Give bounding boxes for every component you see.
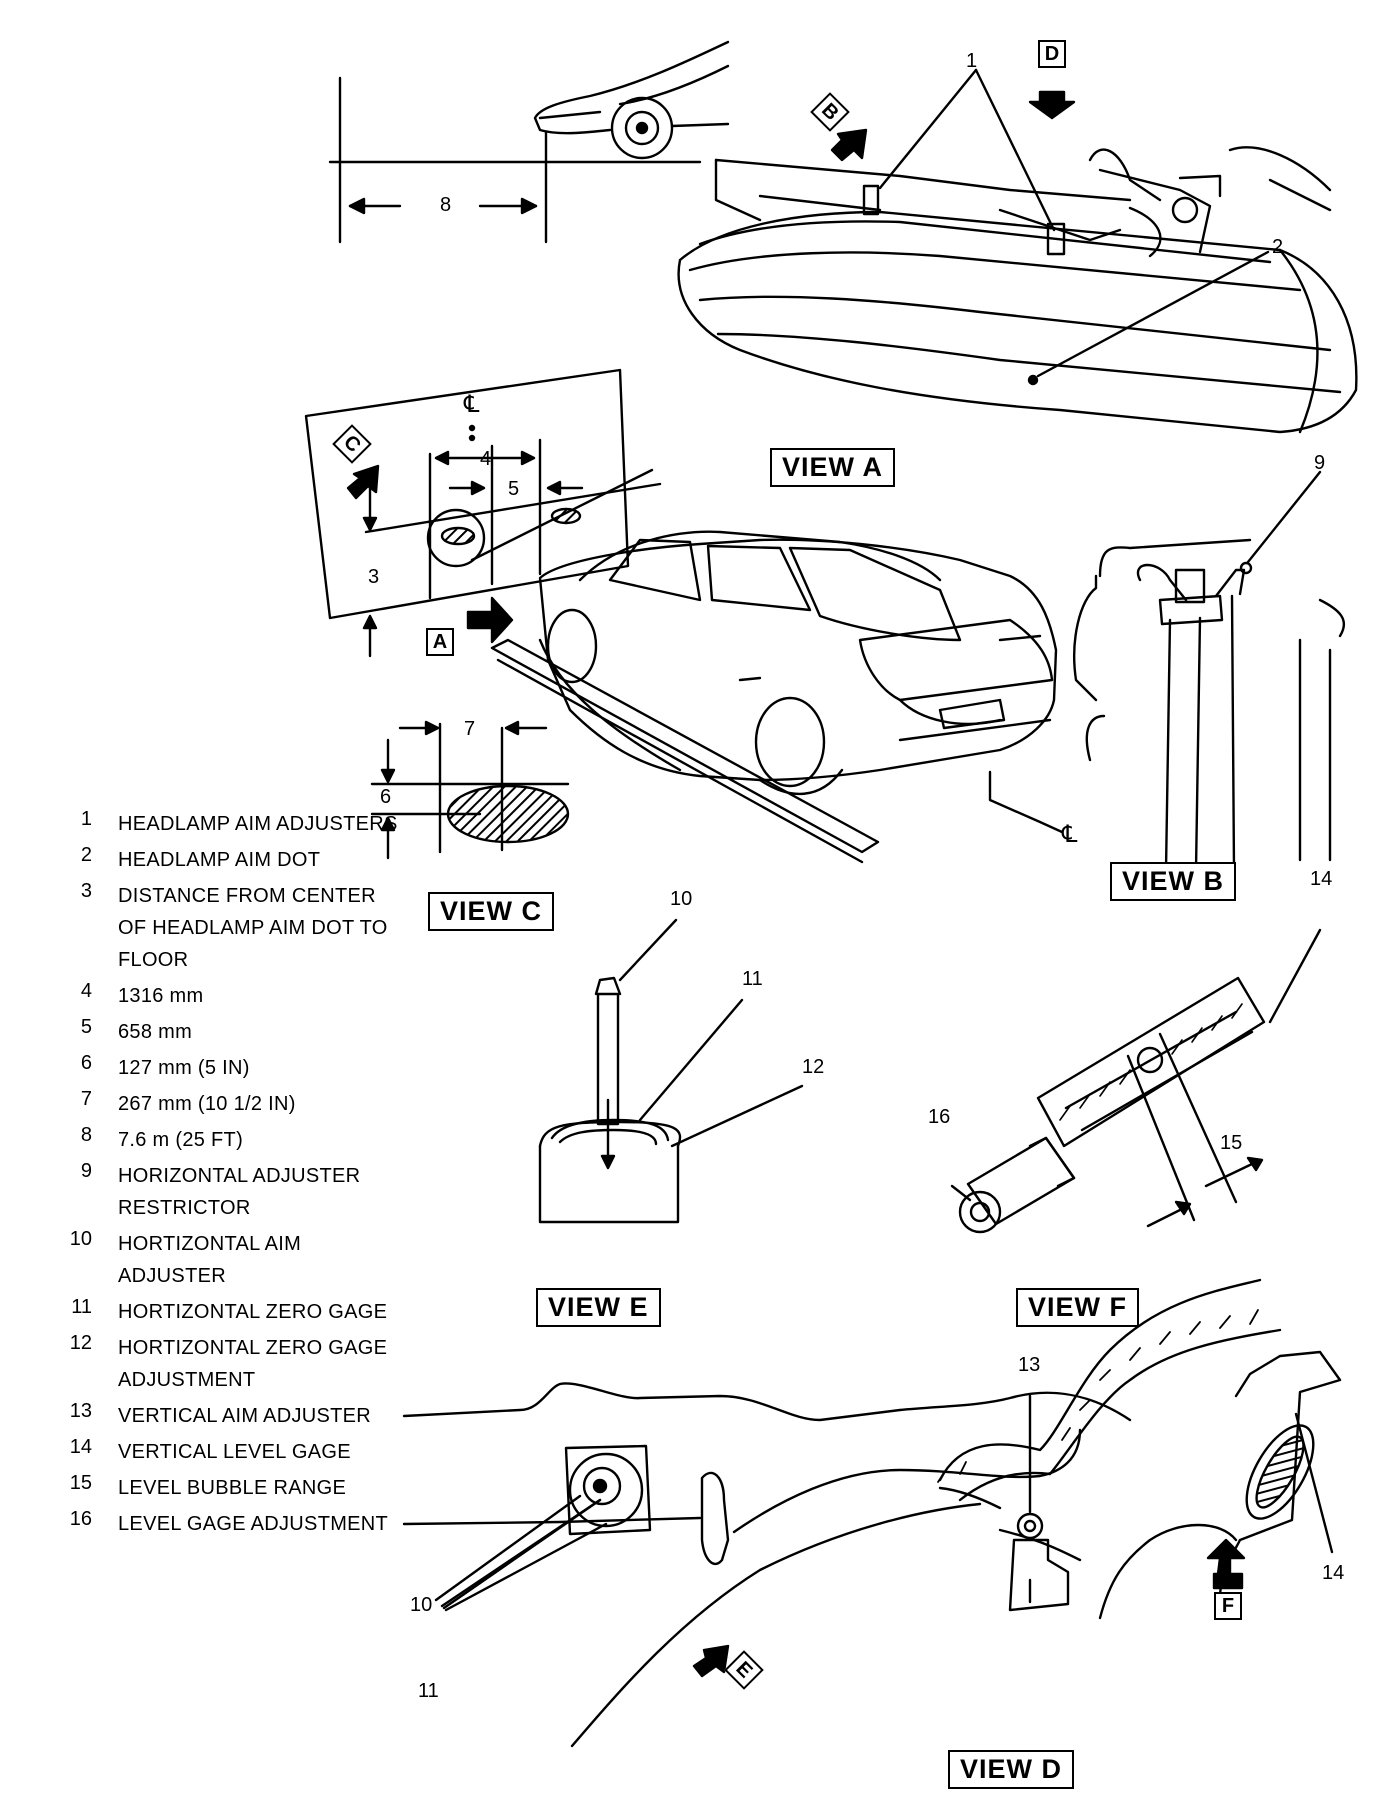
callout-11-view-d: 11 (418, 1680, 439, 1702)
legend-item: 16 LEVEL GAGE ADJUSTMENT (58, 1508, 398, 1540)
legend-item-text: HORTIZONTAL ZERO GAGE ADJUSTMENT (118, 1337, 388, 1391)
legend-item: 10 HORTIZONTAL AIM ADJUSTER (58, 1228, 398, 1292)
legend-item: 11 HORTIZONTAL ZERO GAGE (58, 1296, 398, 1328)
legend-item-text: DISTANCE FROM CENTER OF HEADLAMP AIM DOT… (118, 885, 388, 971)
legend-item: 2 HEADLAMP AIM DOT (58, 844, 398, 876)
legend-item-number: 7 (80, 1088, 92, 1110)
callout-10: 10 (670, 888, 693, 910)
legend-item-number: 4 (80, 980, 92, 1002)
legend-item: 1 HEADLAMP AIM ADJUSTERS (58, 808, 398, 840)
legend-item-number: 12 (69, 1332, 92, 1354)
legend-item: 3 DISTANCE FROM CENTER OF HEADLAMP AIM DO… (58, 880, 398, 976)
legend-item-number: 16 (69, 1508, 92, 1530)
legend-item-text: HORIZONTAL ADJUSTER RESTRICTOR (118, 1165, 361, 1219)
headlamp-assembly (677, 146, 1358, 434)
legend-item-number: 5 (80, 1016, 92, 1038)
callout-13: 13 (1018, 1354, 1041, 1376)
legend-item-text: VERTICAL AIM ADJUSTER (118, 1405, 372, 1427)
callout-6: 6 (380, 786, 392, 808)
view-d-label: VIEW D (948, 1750, 1075, 1789)
callout-1: 1 (966, 50, 978, 72)
legend-item-number: 6 (80, 1052, 92, 1074)
view-d-detail (402, 1278, 1342, 1748)
legend-item-text: LEVEL GAGE ADJUSTMENT (118, 1513, 389, 1535)
legend-item: 4 1316 mm (58, 980, 398, 1012)
callout-16: 16 (928, 1106, 951, 1128)
view-a-label: VIEW A (770, 448, 896, 487)
view-f-arrow-letter: F (1214, 1592, 1242, 1620)
legend-item-text: 7.6 m (25 FT) (118, 1129, 244, 1151)
view-c-label: VIEW C (428, 892, 555, 931)
legend-item-number: 15 (69, 1472, 92, 1494)
legend-item-text: HORTIZONTAL ZERO GAGE (118, 1301, 388, 1323)
legend-item-text: HEADLAMP AIM ADJUSTERS (118, 813, 398, 835)
centerline-mark: ℄ (464, 391, 480, 418)
view-f-detail (950, 928, 1322, 1234)
callout-4: 4 (480, 448, 492, 470)
legend-item: 7 267 mm (10 1/2 IN) (58, 1088, 398, 1120)
legend-item-number: 14 (69, 1436, 92, 1458)
legend-item: 13 VERTICAL AIM ADJUSTER (58, 1400, 398, 1432)
legend-item-number: 2 (80, 844, 92, 866)
view-b-label: VIEW B (1110, 862, 1237, 901)
centerline-mark: ℄ (1062, 821, 1078, 848)
aim-screen (304, 368, 662, 658)
legend-item-text: 127 mm (5 IN) (118, 1057, 250, 1079)
legend-item-text: 658 mm (118, 1021, 193, 1043)
callout-2: 2 (1272, 236, 1284, 258)
callout-9: 9 (1314, 452, 1326, 474)
view-a-arrow-letter: A (426, 628, 454, 656)
callout-11: 11 (742, 968, 763, 990)
legend-item: 5 658 mm (58, 1016, 398, 1048)
legend-item-number: 9 (80, 1160, 92, 1182)
legend-item-number: 11 (71, 1296, 92, 1318)
callout-14: 14 (1310, 868, 1333, 890)
callout-8: 8 (440, 194, 452, 216)
callout-15: 15 (1220, 1132, 1243, 1154)
legend-item: 15 LEVEL BUBBLE RANGE (58, 1472, 398, 1504)
view-d-arrow-letter: D (1038, 40, 1066, 68)
legend-item-number: 1 (80, 808, 92, 830)
legend-item-text: HORTIZONTAL AIM ADJUSTER (118, 1233, 302, 1287)
legend-item-number: 10 (69, 1228, 92, 1250)
callout-5: 5 (508, 478, 520, 500)
callout-12: 12 (802, 1056, 825, 1078)
view-b-detail (1073, 470, 1346, 872)
legend-item: 12 HORTIZONTAL ZERO GAGE ADJUSTMENT (58, 1332, 398, 1396)
sedan-rear-view (466, 530, 1064, 864)
legend-item-text: LEVEL BUBBLE RANGE (118, 1477, 347, 1499)
legend-item-text: HEADLAMP AIM DOT (118, 849, 321, 871)
legend-item-text: VERTICAL LEVEL GAGE (118, 1441, 351, 1463)
legend-item: 8 7.6 m (25 FT) (58, 1124, 398, 1156)
view-e-detail (538, 918, 804, 1224)
view-f-label: VIEW F (1016, 1288, 1139, 1327)
legend: 1 HEADLAMP AIM ADJUSTERS 2 HEADLAMP AIM DOT… (58, 808, 398, 1544)
legend-item: 14 VERTICAL LEVEL GAGE (58, 1436, 398, 1468)
callout-3: 3 (368, 566, 380, 588)
distance-sketch (328, 40, 730, 244)
callout-10-view-d: 10 (410, 1594, 433, 1616)
callout-14-view-d: 14 (1322, 1562, 1345, 1584)
view-e-label: VIEW E (536, 1288, 661, 1327)
aim-dot-sketch (370, 720, 570, 860)
callout-7: 7 (464, 718, 476, 740)
legend-item-number: 3 (80, 880, 92, 902)
legend-item: 6 127 mm (5 IN) (58, 1052, 398, 1084)
legend-item-number: 8 (80, 1124, 92, 1146)
legend-item-number: 13 (69, 1400, 92, 1422)
legend-item: 9 HORIZONTAL ADJUSTER RESTRICTOR (58, 1160, 398, 1224)
legend-item-text: 267 mm (10 1/2 IN) (118, 1093, 296, 1115)
legend-item-text: 1316 mm (118, 985, 204, 1007)
